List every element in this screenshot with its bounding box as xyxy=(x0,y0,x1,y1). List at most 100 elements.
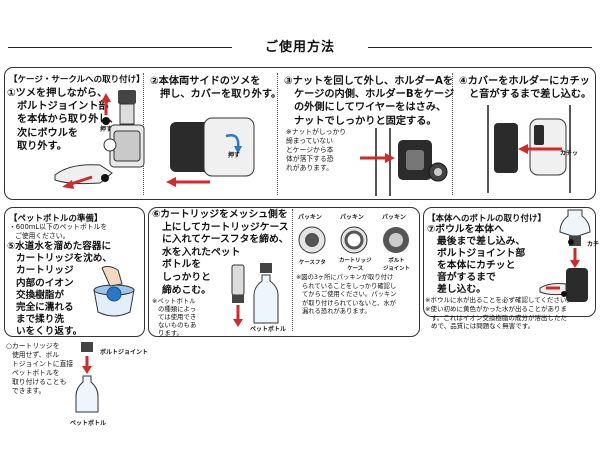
device-body xyxy=(203,117,255,177)
note-line: ※使い初めに黄色がかった水が出ることがありま xyxy=(425,304,567,313)
cover-latch xyxy=(534,125,544,145)
step6-note: ※ペットボトル の種類によっ ては使用でき ないものもあ ります。 xyxy=(152,297,196,337)
page-title-bar: ご使用方法 xyxy=(0,38,600,58)
step3-line: ナットでしっかりと固定する。 xyxy=(294,115,437,127)
left-arrow-icon xyxy=(166,177,176,187)
step6-text: ⑥カートリッジをメッシュ側を 上にしてカートリッジケース に入れてケースフタを締… xyxy=(152,209,289,297)
down-arrow-icon xyxy=(570,260,580,268)
part-label-joint: ボルト ジョイント xyxy=(383,256,410,272)
step2-line: 押し、カバーを取り外す。 xyxy=(160,89,282,101)
cartridge-case xyxy=(231,264,245,296)
note-line: 漏れる恐れがあります。 xyxy=(302,308,371,316)
note-line: できます。 xyxy=(12,387,46,395)
divider xyxy=(277,73,278,195)
step5-line: カートリッジ xyxy=(16,265,74,277)
down-arrow-icon xyxy=(82,366,92,374)
pet-bottle xyxy=(75,375,99,413)
title-rule-right xyxy=(368,47,592,48)
divider xyxy=(292,209,293,331)
cartridge-panel xyxy=(148,207,420,337)
step1-line: 取り外す。 xyxy=(17,140,67,152)
step5-line: 内部のイオン xyxy=(16,277,74,289)
note-line: ※ナットがしっかり xyxy=(286,128,347,136)
step-marker-2 xyxy=(101,174,109,182)
step-marker-2 xyxy=(568,239,574,245)
part-label-line: カートリッジ xyxy=(339,258,372,264)
note-line: られていることをしっかり確認し xyxy=(302,282,397,290)
step4-line: と音がするまで差し込む。 xyxy=(469,89,592,101)
device-body xyxy=(566,268,588,302)
note-line: の種類によっ xyxy=(158,305,197,313)
part-label-line: ボルト xyxy=(388,258,405,264)
bolt-joint xyxy=(569,236,581,246)
step1-illustration xyxy=(54,90,145,189)
step4-line: ④カバーをホルダーにカチッ xyxy=(459,76,590,87)
step5-line: まで揉り洗 xyxy=(16,314,64,326)
cartridge-free-note: ○カートリッジを 使用せず、ボル トジョイントに直接 ペットボトルを 取り付ける… xyxy=(6,342,73,396)
holder xyxy=(494,123,518,173)
part-label-line: ケース xyxy=(347,266,364,272)
step1-line: を本体から取り外し、 xyxy=(17,114,119,126)
part-label-line: ジョイント xyxy=(383,266,410,272)
packing-ring xyxy=(344,230,364,250)
step3-line: の外側にしてワイヤーをはさみ、 xyxy=(294,102,447,114)
step7-line: を本体にカチッと xyxy=(437,260,516,271)
step6-line: しっかりと xyxy=(162,271,211,283)
note-line: めで、品質には問題なく無害です。 xyxy=(431,322,535,331)
step2-text: ②本体両サイドのツメを 押し、カバーを取り外す。 xyxy=(150,75,281,101)
rotate-arrow xyxy=(225,134,240,149)
packing-note: ※図の3ヶ所にパッキンが取り付け られていることをしっかり確認し てからご使用く… xyxy=(296,274,396,317)
step2-illustration xyxy=(166,117,255,187)
case-lid xyxy=(232,295,244,303)
nut-hole xyxy=(434,168,442,176)
step7-illustration xyxy=(539,209,591,302)
step5-line: ⑤水道水を溜めた容器に xyxy=(7,241,112,252)
step6-line: ボトルを xyxy=(162,259,202,271)
title-rule-left xyxy=(8,47,232,48)
pet-bottle-label: ペットボトル xyxy=(250,326,287,333)
step6-line: 水を入れたペット xyxy=(162,246,241,258)
step3-note: ※ナットがしっかり 締まっていない とケージから本 体が落下する恐 れがあります… xyxy=(286,128,346,173)
note-line: トジョイントに直接 xyxy=(12,360,74,368)
push-label: 押す xyxy=(100,126,113,133)
note-line: ペットボトルを xyxy=(12,369,60,377)
step3-illustration xyxy=(360,128,448,196)
note-line: ※ボウルに水が出ることを必ず確認してください。 xyxy=(425,296,574,304)
page-title: ご使用方法 xyxy=(254,40,345,55)
step2-line: ②本体両サイドのツメを xyxy=(150,76,261,87)
step5-line: 完全に濡れる xyxy=(16,302,74,314)
right-arrow-icon xyxy=(385,153,395,163)
note-line: ないものもあ xyxy=(158,321,197,329)
up-arrow-icon xyxy=(101,93,111,102)
step7-line: 差し込む。 xyxy=(437,284,486,295)
down-left-arrow-icon xyxy=(62,180,74,189)
note-line: れがあります。 xyxy=(286,164,333,172)
step7-line: 最後まで差し込み、 xyxy=(437,236,526,247)
packing-label: パッキン xyxy=(298,214,322,221)
note-line: ります。 xyxy=(158,329,183,337)
step1-line: ①ツメを押しながら、 xyxy=(7,88,108,99)
packing-ring xyxy=(389,233,403,247)
part-label-lid: ケースフタ xyxy=(299,260,326,266)
bolt-joint xyxy=(81,342,93,352)
bottle-prep-note: ・600mL以下のペットボトルを ご使用ください。 xyxy=(9,223,107,241)
packing-label: パッキン xyxy=(340,214,364,221)
step1-line: ボルトジョイント部 xyxy=(17,101,109,113)
note-line: ※ペットボトル xyxy=(152,297,196,305)
note-line: ○カートリッジを xyxy=(6,342,60,350)
note-line: とケージから本 xyxy=(286,146,334,154)
divider xyxy=(452,73,453,195)
step6-line: に入れてケースフタを締め、 xyxy=(162,234,289,246)
packing-label: パッキン xyxy=(382,214,406,221)
bolt-joint-top xyxy=(118,90,136,104)
body-port xyxy=(103,138,117,152)
step1-text: ①ツメを押しながら、 ボルトジョイント部 を本体から取り外し、 次にボウルを 取… xyxy=(7,87,119,153)
step5-line: いをくり返す。 xyxy=(16,326,83,338)
step3-line: ③ナットを回して外し、ホルダーAを xyxy=(284,76,454,87)
cartridge xyxy=(106,286,122,302)
step6-line: 締めこむ。 xyxy=(162,284,211,296)
step1-line: 次にボウルを xyxy=(17,127,79,139)
note-line: 使用せず、ボル xyxy=(12,351,60,359)
bolt-joint-label: ボルトジョイント xyxy=(100,349,149,356)
step5-line: 交換樹脂が xyxy=(16,289,64,301)
